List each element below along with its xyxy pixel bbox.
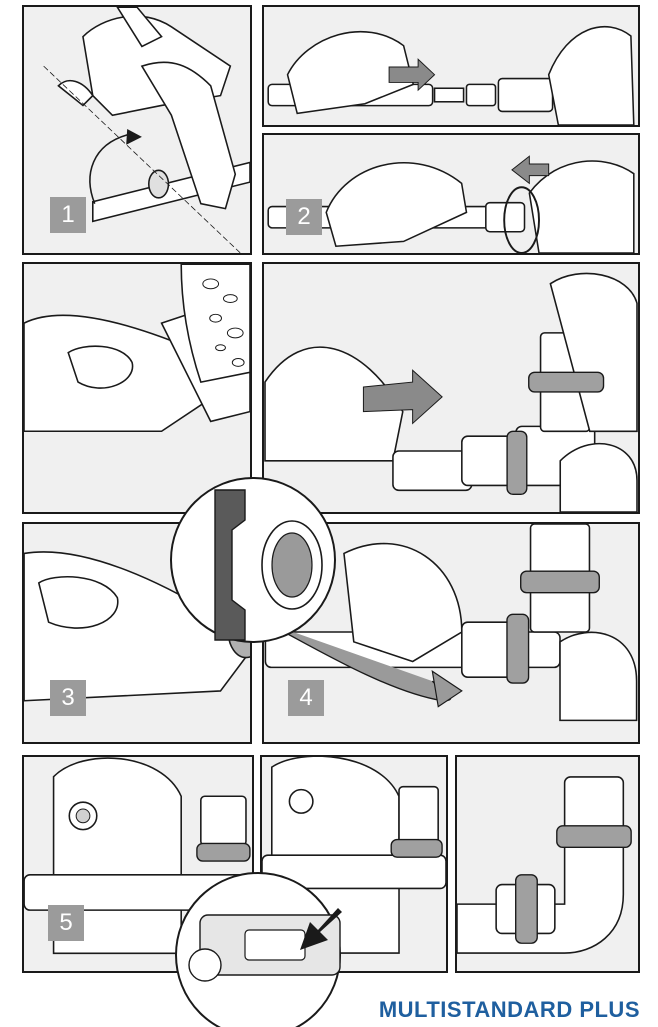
curved-arrow-icon <box>126 129 142 145</box>
panel-step-3-fit: 3 <box>22 522 252 744</box>
press-closed-illustration <box>262 757 446 971</box>
step-badge-3: 3 <box>50 680 86 716</box>
deburr-illustration <box>24 264 250 512</box>
rotate-illustration <box>264 135 638 253</box>
o-ring-side <box>507 431 527 494</box>
panel-step-5-finished <box>455 755 640 973</box>
panel-step-4-rotate: 4 <box>262 522 640 744</box>
panel-step-5-press-open: 5 <box>22 755 254 973</box>
finished-joint-illustration <box>457 757 638 971</box>
push-illustration <box>264 264 638 512</box>
step-badge-4: 4 <box>288 680 324 716</box>
brand-title: MULTISTANDARD PLUS <box>379 997 640 1023</box>
panel-step-1-cut-pipe: 1 <box>22 5 252 255</box>
step-badge-2: 2 <box>286 199 322 235</box>
rotate-arrow-icon <box>432 671 461 706</box>
panel-step-5-press-closed <box>260 755 448 973</box>
step-badge-1: 1 <box>50 197 86 233</box>
panel-step-3-inspect <box>22 262 252 514</box>
panel-step-2-insert <box>262 5 640 127</box>
panel-step-2-rotate: 2 <box>262 133 640 255</box>
o-ring-top <box>529 372 604 392</box>
insert-illustration <box>264 7 638 125</box>
panel-step-4-push <box>262 262 640 514</box>
step-badge-5: 5 <box>48 905 84 941</box>
